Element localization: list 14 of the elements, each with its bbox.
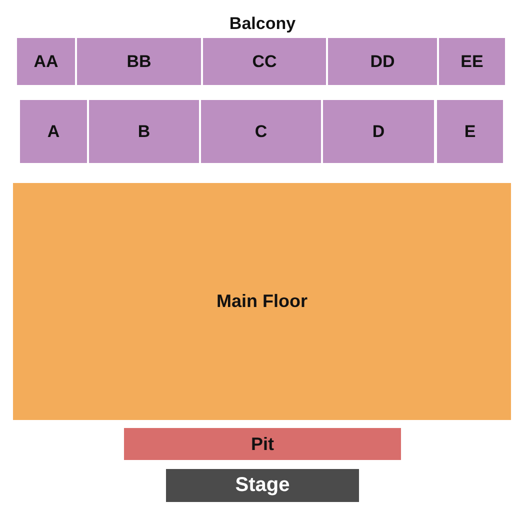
section-block: C bbox=[201, 100, 321, 163]
floor-area: Main Floor bbox=[13, 183, 511, 420]
section-block: DD bbox=[328, 38, 437, 85]
section-block: B bbox=[89, 100, 199, 163]
section-block: D bbox=[323, 100, 434, 163]
section-block: A bbox=[20, 100, 87, 163]
section-heading: Balcony bbox=[229, 13, 296, 35]
section-block: CC bbox=[203, 38, 326, 85]
section-block: AA bbox=[17, 38, 75, 85]
section-block: E bbox=[437, 100, 503, 163]
pit-area: Pit bbox=[124, 428, 401, 460]
section-block: EE bbox=[439, 38, 505, 85]
stage-area: Stage bbox=[166, 469, 359, 502]
section-block: BB bbox=[77, 38, 201, 85]
